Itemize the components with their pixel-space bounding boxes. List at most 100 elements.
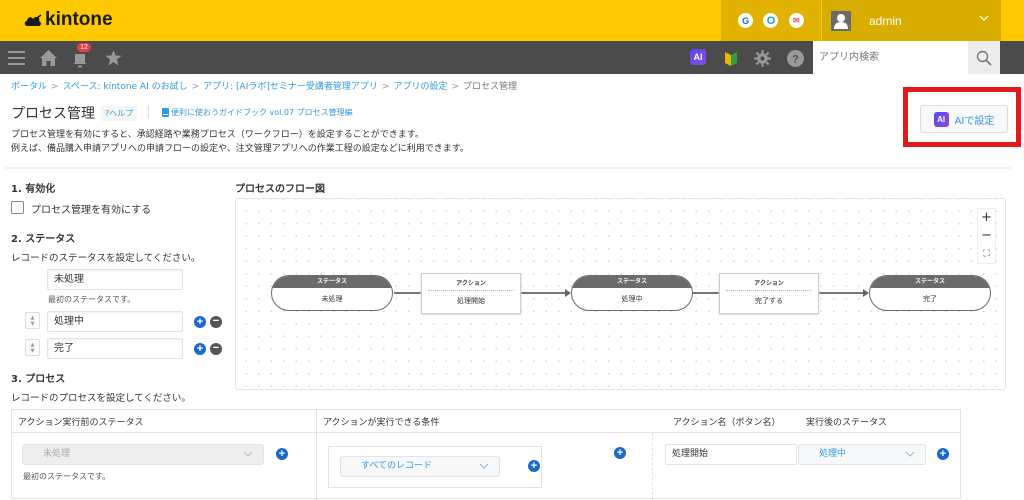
flow-connector xyxy=(819,292,863,294)
breadcrumb-app[interactable]: アプリ: [AIラボ]セミナー受講者管理アプリ xyxy=(203,82,378,92)
add-condition-group-icon[interactable]: + xyxy=(614,447,626,459)
add-action-row-icon[interactable]: + xyxy=(937,448,949,460)
help-question-icon[interactable]: ? xyxy=(787,50,804,67)
fit-view-button[interactable]: ⛶ xyxy=(983,249,990,259)
status-node-header: ステータス xyxy=(870,276,990,288)
process-table: アクション実行前のステータス アクションが実行できる条件 アクション名（ボタン名… xyxy=(11,409,961,500)
status-node-label: 未処理 xyxy=(321,295,343,303)
chevron-down-icon xyxy=(479,463,489,469)
add-status-icon[interactable]: + xyxy=(194,316,206,328)
action-node-label: 処理開始 xyxy=(457,297,485,305)
chevron-down-icon xyxy=(979,15,989,21)
page-title: プロセス管理 xyxy=(11,106,95,122)
ai-assistant-icon[interactable]: AI xyxy=(690,49,706,65)
after-status-value: 処理中 xyxy=(819,449,847,459)
user-menu[interactable]: admin xyxy=(822,0,1001,41)
guidebook-link[interactable]: 便利に使おうガイドブック vol.07 プロセス管理編 xyxy=(162,107,353,118)
ai-setup-button-label: AIで設定 xyxy=(954,115,995,127)
status-input-3[interactable]: 完了 xyxy=(47,338,183,359)
status-node-header: ステータス xyxy=(572,276,692,288)
header-condition: アクションが実行できる条件 xyxy=(323,418,440,428)
zoom-out-button[interactable]: − xyxy=(981,228,992,243)
hamburger-menu-icon[interactable] xyxy=(8,51,25,65)
first-status-note: 最初のステータスです。 xyxy=(48,295,136,304)
add-before-status-icon[interactable]: + xyxy=(276,448,288,460)
status-input-2[interactable]: 処理中 xyxy=(47,311,183,332)
add-status-icon[interactable]: + xyxy=(194,343,206,355)
search-icon xyxy=(976,50,992,66)
home-icon[interactable] xyxy=(40,50,57,66)
nav-bar-end xyxy=(1000,41,1024,74)
notification-bell-icon[interactable] xyxy=(73,51,87,68)
help-link[interactable]: ?ヘルプ xyxy=(101,106,138,121)
page-description: プロセス管理を有効にすると、承認経路や業務プロセス（ワークフロー）を設定すること… xyxy=(11,128,469,156)
garoon-icon[interactable]: G xyxy=(738,13,754,28)
ai-setup-button[interactable]: AI AIで設定 xyxy=(920,105,1008,133)
remove-status-icon[interactable]: − xyxy=(210,316,222,328)
header-service-icons: G O ✉ xyxy=(721,0,821,41)
before-status-value: 未処理 xyxy=(43,449,71,459)
section-status-heading: 2. ステータス xyxy=(11,234,76,245)
enable-process-label[interactable]: プロセス管理を有効にする xyxy=(31,205,152,216)
breadcrumb-app-settings[interactable]: アプリの設定 xyxy=(393,82,448,92)
chevron-down-icon xyxy=(243,451,253,457)
ai-icon: AI xyxy=(933,111,949,127)
breadcrumb-separator: > xyxy=(51,82,59,92)
section-process-heading: 3. プロセス xyxy=(11,374,66,385)
breadcrumb-current: プロセス管理 xyxy=(463,82,518,92)
action-node-header: アクション xyxy=(726,274,812,291)
action-name-input[interactable]: 処理開始 xyxy=(665,444,797,465)
flow-connector xyxy=(693,292,719,294)
flow-diagram-title: プロセスのフロー図 xyxy=(235,184,325,195)
beginner-mark-icon[interactable] xyxy=(725,50,737,66)
remove-status-icon[interactable]: − xyxy=(210,343,222,355)
search-button[interactable] xyxy=(968,41,1000,74)
breadcrumb-portal[interactable]: ポータル xyxy=(11,82,48,92)
avatar xyxy=(831,10,851,31)
mail-icon[interactable]: ✉ xyxy=(788,13,804,28)
notification-count-badge: 12 xyxy=(77,43,91,52)
status-input-1[interactable]: 未処理 xyxy=(47,269,183,290)
column-divider xyxy=(652,433,653,500)
user-name: admin xyxy=(869,13,902,28)
cloud-logo-icon xyxy=(24,13,42,26)
status-reorder-handle[interactable]: ▲▼ xyxy=(25,339,40,356)
top-bar: kintone G O ✉ admin xyxy=(0,0,1024,41)
breadcrumb-separator: > xyxy=(191,82,200,92)
status-instruction: レコードのステータスを設定してください。 xyxy=(11,253,201,264)
flow-arrow-icon xyxy=(565,289,571,297)
status-reorder-handle[interactable]: ▲▼ xyxy=(25,312,40,329)
breadcrumb-separator: > xyxy=(381,82,390,92)
description-line-2: 例えば、備品購入申請アプリへの申請フローの設定や、注文管理アプリへの作業工程の設… xyxy=(11,144,469,154)
guidebook-link-label: 便利に使おうガイドブック vol.07 プロセス管理編 xyxy=(171,108,353,117)
user-silhouette-icon xyxy=(834,13,848,29)
section-enable-heading: 1. 有効化 xyxy=(11,184,56,195)
section-divider xyxy=(5,167,1011,169)
description-line-1: プロセス管理を有効にすると、承認経路や業務プロセス（ワークフロー）を設定すること… xyxy=(11,130,424,140)
svg-text:?: ? xyxy=(792,54,799,66)
breadcrumb-space[interactable]: スペース: kintone AI のお試し xyxy=(62,82,188,92)
flow-action-node: アクション 完了する xyxy=(719,273,819,314)
settings-gear-icon[interactable] xyxy=(754,50,771,67)
office-icon[interactable]: O xyxy=(763,13,779,28)
favorites-star-icon[interactable] xyxy=(105,50,122,66)
kintone-logo[interactable]: kintone xyxy=(24,9,113,31)
condition-select[interactable]: すべてのレコード xyxy=(340,456,500,477)
before-status-select[interactable]: 未処理 xyxy=(22,444,264,465)
after-status-select[interactable]: 処理中 xyxy=(798,444,926,465)
zoom-in-button[interactable]: + xyxy=(981,210,992,225)
header-action-name: アクション名（ボタン名） xyxy=(673,418,781,428)
add-condition-icon[interactable]: + xyxy=(528,460,540,472)
flow-connector xyxy=(394,292,422,294)
flow-status-node: ステータス 完了 xyxy=(869,275,991,311)
highlight-box xyxy=(903,87,1021,147)
flow-connector xyxy=(521,292,565,294)
flow-zoom-controls: + − ⛶ xyxy=(977,208,996,264)
condition-box xyxy=(328,446,542,488)
enable-process-checkbox[interactable] xyxy=(11,201,24,214)
status-node-header: ステータス xyxy=(272,276,392,288)
app-search-input[interactable] xyxy=(813,41,968,74)
status-node-label: 処理中 xyxy=(621,295,643,303)
action-node-header: アクション xyxy=(428,274,514,291)
breadcrumb: ポータル>スペース: kintone AI のお試し>アプリ: [AIラボ]セミ… xyxy=(11,79,517,92)
